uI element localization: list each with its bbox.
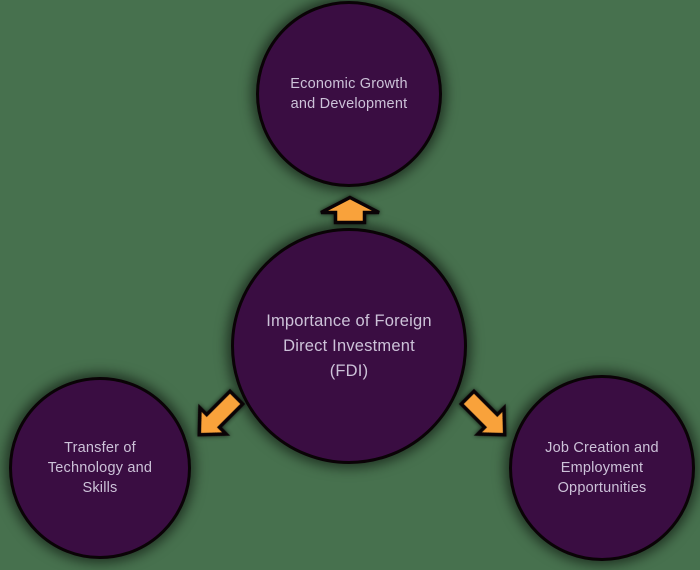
- node-fdi-center: Importance of Foreign Direct Investment …: [231, 228, 467, 464]
- node-label-line: and Development: [290, 96, 408, 112]
- node-label-line: Skills: [82, 480, 118, 496]
- node-label-line: Opportunities: [557, 480, 647, 496]
- node-label-line: Job Creation and: [545, 440, 659, 456]
- node-label-line: Employment: [560, 460, 644, 476]
- node-job-creation: Job Creation and Employment Opportunitie…: [509, 375, 695, 561]
- node-label-line: Technology and: [47, 460, 153, 476]
- node-label-line: Importance of Foreign: [266, 311, 432, 330]
- node-label-line: Economic Growth: [290, 76, 408, 92]
- arrow-down-left-icon: [197, 388, 246, 437]
- node-label-line: (FDI): [329, 361, 369, 380]
- arrow-down-right-icon: [458, 388, 507, 437]
- node-transfer-technology: Transfer of Technology and Skills: [9, 377, 191, 559]
- node-label-line: Transfer of: [64, 440, 136, 456]
- node-label-line: Direct Investment: [283, 336, 415, 355]
- node-economic-growth: Economic Growth and Development: [256, 1, 442, 187]
- arrow-up-icon: [320, 195, 380, 225]
